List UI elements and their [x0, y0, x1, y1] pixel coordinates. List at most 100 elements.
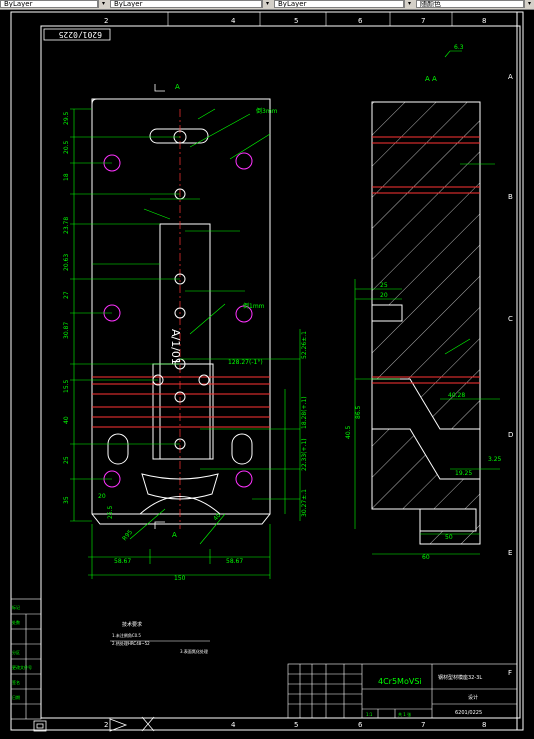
hole — [174, 307, 186, 319]
dim-label: 25 — [380, 282, 388, 289]
dim-label: R95 — [121, 529, 134, 543]
column-ticks — [167, 12, 453, 26]
dim-label: 58.67 — [114, 558, 131, 565]
row-label: B — [508, 193, 513, 201]
dim-label: 86.5 — [355, 405, 362, 419]
layer-combo-1[interactable]: ByLayer — [0, 0, 98, 8]
dim-label: 18.28(+.1) — [301, 396, 308, 429]
dim-label: 27 — [63, 291, 70, 299]
cad-drawing-canvas[interactable]: 2 4 5 6 7 8 A B C D E F 2 4 5 6 7 8 6201… — [0, 9, 534, 739]
dim-label: 18 — [63, 173, 70, 181]
row-labels: A B C D E F — [508, 73, 513, 677]
dim-label: 50 — [445, 534, 453, 541]
rail-lines — [92, 376, 270, 428]
bottom-column-labels: 2 4 5 6 7 8 — [104, 721, 486, 729]
part-number: 6201/0225 — [58, 30, 102, 39]
note-label: 倒1mm — [243, 302, 265, 310]
hole — [174, 391, 186, 403]
sheet-label: 共 1 张 — [398, 711, 411, 717]
scale-label: 1:1 — [366, 712, 373, 717]
curve-profile — [141, 473, 219, 500]
col-label: 4 — [231, 721, 236, 729]
dim-label: 20 — [380, 292, 388, 299]
dim-label: 25 — [63, 456, 70, 464]
section-title: A A — [425, 75, 437, 83]
front-view[interactable] — [91, 98, 271, 529]
row-label: C — [508, 315, 513, 323]
drawing-number: 6201/0225 — [455, 710, 482, 716]
svg-text:更改文件号: 更改文件号 — [12, 664, 32, 670]
dim-label: 20.63 — [63, 254, 70, 271]
pin-hole — [235, 305, 253, 323]
title-block — [287, 663, 518, 719]
col-label: 6 — [358, 721, 363, 729]
inner-pocket — [159, 223, 211, 460]
plotstyle-combo[interactable]: 随颜色 — [416, 0, 524, 8]
col-label: 6 — [358, 17, 363, 25]
section-dim-labels: 25 20 40.5 86.5 40.28 19.25 3.25 60 50 — [345, 282, 502, 561]
section-step — [419, 508, 477, 532]
chevron-down-icon[interactable]: ▾ — [524, 0, 534, 8]
chevron-down-icon[interactable]: ▾ — [98, 0, 108, 8]
note-line: 2.热处理HRC48~52 — [112, 640, 150, 646]
part-name: 钢材型材模座32-3L — [438, 674, 482, 681]
part-number-box: 6201/0225 — [43, 28, 111, 41]
lower-slot — [107, 433, 129, 465]
center-label: A/1/01 — [169, 329, 182, 365]
dim-label: 30.27±.1 — [301, 489, 308, 517]
technical-notes: 技术要求 1.未注倒角C0.5 2.热处理HRC48~52 3.表面氮化处理 — [110, 621, 210, 654]
dim-label: 40 — [63, 416, 70, 424]
svg-text:签名: 签名 — [12, 679, 20, 685]
note-line: 1.未注倒角C0.5 — [112, 632, 141, 638]
hole — [198, 374, 210, 386]
section-view[interactable] — [371, 101, 481, 545]
lineweight-combo[interactable]: ByLayer — [274, 0, 404, 8]
lower-slot — [231, 433, 253, 465]
dim-label: 23.78 — [63, 217, 70, 234]
dim-label: 20.5 — [63, 140, 70, 154]
column-labels: 2 4 5 6 7 8 — [104, 17, 486, 25]
col-label: 5 — [294, 17, 298, 25]
svg-text:日期: 日期 — [12, 694, 20, 700]
chevron-down-icon[interactable]: ▾ — [262, 0, 272, 8]
col-label: 7 — [421, 721, 425, 729]
section-mark: A — [172, 531, 177, 539]
dim-label: 40.28 — [448, 392, 465, 399]
col-label: 2 — [104, 17, 108, 25]
dim-label: 15.5 — [63, 379, 70, 393]
section-cavity — [371, 378, 481, 480]
dim-label: 25.5 — [107, 505, 114, 519]
dim-label: 3.25 — [488, 456, 502, 463]
note-label: 倒3mm — [256, 107, 278, 115]
chevron-down-icon[interactable]: ▾ — [404, 0, 414, 8]
col-label: 4 — [231, 17, 236, 25]
svg-text:分区: 分区 — [12, 649, 20, 655]
design-label: 设计 — [468, 694, 478, 701]
dim-label: 52.26±.1 — [301, 331, 308, 359]
dim-label: 40.5 — [345, 425, 352, 439]
section-dimensions — [354, 163, 500, 555]
dim-label: 19.25 — [455, 470, 472, 477]
dim-label: 150 — [174, 575, 186, 582]
row-label: E — [508, 549, 512, 557]
projection-symbol — [33, 716, 155, 732]
section-arrows — [154, 84, 165, 529]
revision-labels: 标记 处数 分区 更改文件号 签名 日期 — [12, 604, 32, 700]
pin-hole — [235, 470, 253, 488]
dim-label: 60 — [422, 554, 430, 561]
note-line: 3.表面氮化处理 — [180, 648, 208, 654]
dim-label: 30.87 — [63, 322, 70, 339]
revision-strip — [10, 598, 42, 720]
col-label: 5 — [294, 721, 298, 729]
dim-label: 58.67 — [226, 558, 243, 565]
dim-label: 128.27(-1°) — [228, 359, 263, 366]
row-label: D — [508, 431, 513, 439]
front-dim-labels: 29.5 20.5 18 23.78 20.63 27 30.87 15.5 4… — [63, 107, 308, 582]
linetype-combo[interactable]: ByLayer — [110, 0, 262, 8]
material-label: 4Cr5MoVSi — [378, 677, 422, 686]
section-markers: A A — [172, 83, 180, 539]
dim-label: 22.33(+.1) — [301, 438, 308, 471]
dim-label: 40 — [212, 512, 222, 522]
dim-label: 35 — [63, 496, 70, 504]
svg-text:6.3: 6.3 — [454, 44, 464, 51]
